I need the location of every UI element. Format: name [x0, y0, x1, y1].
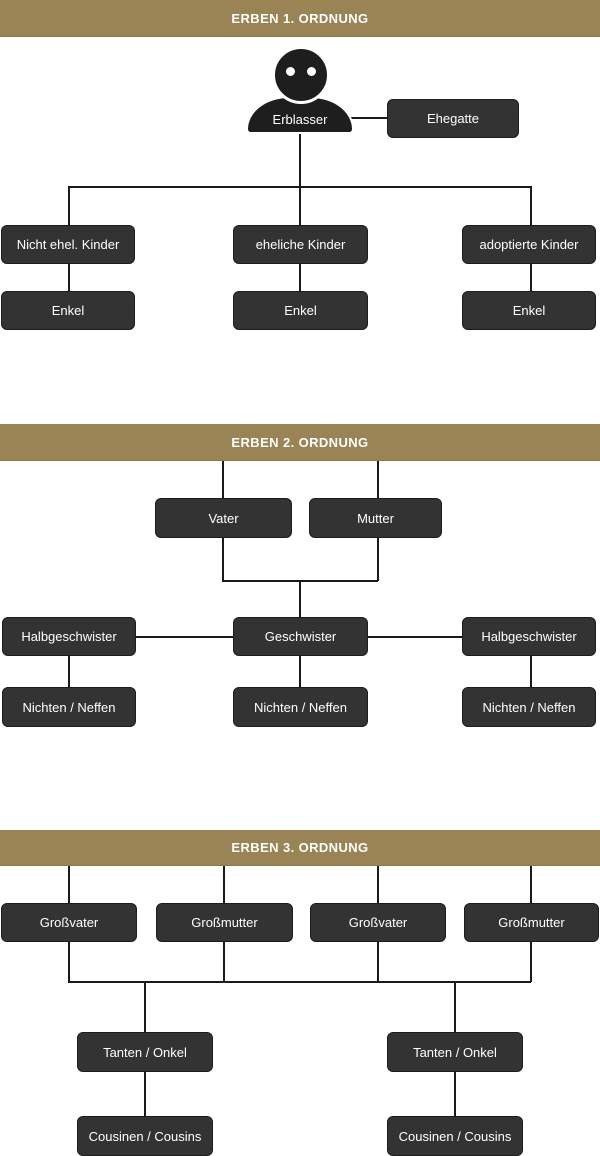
- node-label: Cousinen / Cousins: [88, 1128, 202, 1144]
- connector-line: [68, 866, 70, 903]
- node-label: Nicht ehel. Kinder: [16, 237, 120, 252]
- node-mutter: Mutter: [309, 498, 442, 538]
- connector-line: [136, 636, 233, 638]
- connector-line: [350, 117, 387, 119]
- connector-line: [223, 866, 225, 903]
- person-eye-icon: [307, 67, 316, 76]
- banner-erben-3-ordnung: ERBEN 3. ORDNUNG: [0, 830, 600, 866]
- node-label: Großmutter: [191, 915, 258, 930]
- banner-erben-2-ordnung: ERBEN 2. ORDNUNG: [0, 424, 600, 461]
- connector-line: [299, 580, 301, 617]
- connector-line: [299, 656, 301, 687]
- banner-title: ERBEN 2. ORDNUNG: [231, 434, 369, 450]
- node-label: Cousinen / Cousins: [398, 1128, 512, 1144]
- connector-line: [299, 264, 301, 291]
- banner-title: ERBEN 3. ORDNUNG: [231, 840, 369, 855]
- connector-line: [368, 636, 462, 638]
- banner-title: ERBEN 1. ORDNUNG: [231, 10, 369, 26]
- connector-line: [68, 186, 70, 225]
- connector-line: [299, 133, 301, 187]
- node-halbgeschwister-rechts: Halbgeschwister: [462, 617, 596, 656]
- node-label: Mutter: [357, 510, 394, 526]
- node-label: Geschwister: [264, 629, 337, 644]
- node-label: Halbgeschwister: [21, 629, 117, 644]
- node-enkel-1: Enkel: [1, 291, 135, 330]
- connector-line: [144, 981, 146, 1032]
- node-adoptierte-kinder: adoptierte Kinder: [462, 225, 596, 264]
- node-label: Enkel: [512, 303, 546, 318]
- node-label: Großvater: [348, 915, 408, 930]
- node-tanten-onkel-links: Tanten / Onkel: [77, 1032, 213, 1072]
- node-nichten-neffen-1: Nichten / Neffen: [2, 687, 136, 727]
- connector-line: [377, 866, 379, 903]
- connector-line: [144, 1072, 146, 1116]
- connector-line: [68, 942, 70, 982]
- node-label: Nichten / Neffen: [254, 699, 347, 715]
- connector-line: [530, 656, 532, 687]
- node-label: Großmutter: [498, 915, 565, 930]
- node-nicht-eheliche-kinder: Nicht ehel. Kinder: [1, 225, 135, 264]
- connector-line: [68, 981, 531, 983]
- node-tanten-onkel-rechts: Tanten / Onkel: [387, 1032, 523, 1072]
- node-label: Großvater: [39, 915, 99, 930]
- connector-line: [530, 264, 532, 291]
- node-vater: Vater: [155, 498, 292, 538]
- banner-erben-1-ordnung: ERBEN 1. ORDNUNG: [0, 0, 600, 37]
- connector-line: [377, 461, 379, 498]
- node-nichten-neffen-2: Nichten / Neffen: [233, 687, 368, 727]
- connector-line: [377, 538, 379, 581]
- node-halbgeschwister-links: Halbgeschwister: [2, 617, 136, 656]
- node-enkel-2: Enkel: [233, 291, 368, 330]
- node-label: Halbgeschwister: [481, 629, 577, 644]
- connector-line: [454, 1072, 456, 1116]
- node-label: Vater: [208, 510, 239, 526]
- node-label: Enkel: [51, 303, 85, 318]
- node-eheliche-kinder: eheliche Kinder: [233, 225, 368, 264]
- node-label: Ehegatte: [426, 111, 480, 126]
- deceased-person-icon: Erblasser: [246, 96, 354, 134]
- node-label: adoptierte Kinder: [479, 237, 579, 252]
- node-cousinen-cousins-rechts: Cousinen / Cousins: [387, 1116, 523, 1156]
- node-enkel-3: Enkel: [462, 291, 596, 330]
- node-grossmutter-2: Großmutter: [464, 903, 599, 942]
- node-grossvater-1: Großvater: [1, 903, 137, 942]
- node-ehegatte: Ehegatte: [387, 99, 519, 138]
- connector-line: [377, 942, 379, 982]
- connector-line: [68, 656, 70, 687]
- node-label: eheliche Kinder: [255, 237, 346, 252]
- node-label: Tanten / Onkel: [413, 1044, 497, 1060]
- node-nichten-neffen-3: Nichten / Neffen: [462, 687, 596, 727]
- person-eye-icon: [286, 67, 295, 76]
- connector-line: [223, 942, 225, 982]
- node-label: Enkel: [284, 303, 317, 318]
- node-label: Tanten / Onkel: [103, 1044, 187, 1060]
- connector-line: [530, 942, 532, 982]
- node-grossmutter-1: Großmutter: [156, 903, 293, 942]
- node-label: Nichten / Neffen: [482, 699, 576, 715]
- connector-line: [530, 866, 532, 903]
- node-cousinen-cousins-links: Cousinen / Cousins: [77, 1116, 213, 1156]
- deceased-label: Erblasser: [272, 112, 328, 127]
- connector-line: [299, 186, 301, 225]
- connector-line: [68, 264, 70, 291]
- node-label: Nichten / Neffen: [22, 699, 116, 715]
- person-head-icon: [272, 46, 330, 104]
- connector-line: [222, 461, 224, 498]
- node-grossvater-2: Großvater: [310, 903, 446, 942]
- connector-line: [454, 981, 456, 1032]
- connector-line: [222, 538, 224, 581]
- node-geschwister: Geschwister: [233, 617, 368, 656]
- connector-line: [530, 186, 532, 225]
